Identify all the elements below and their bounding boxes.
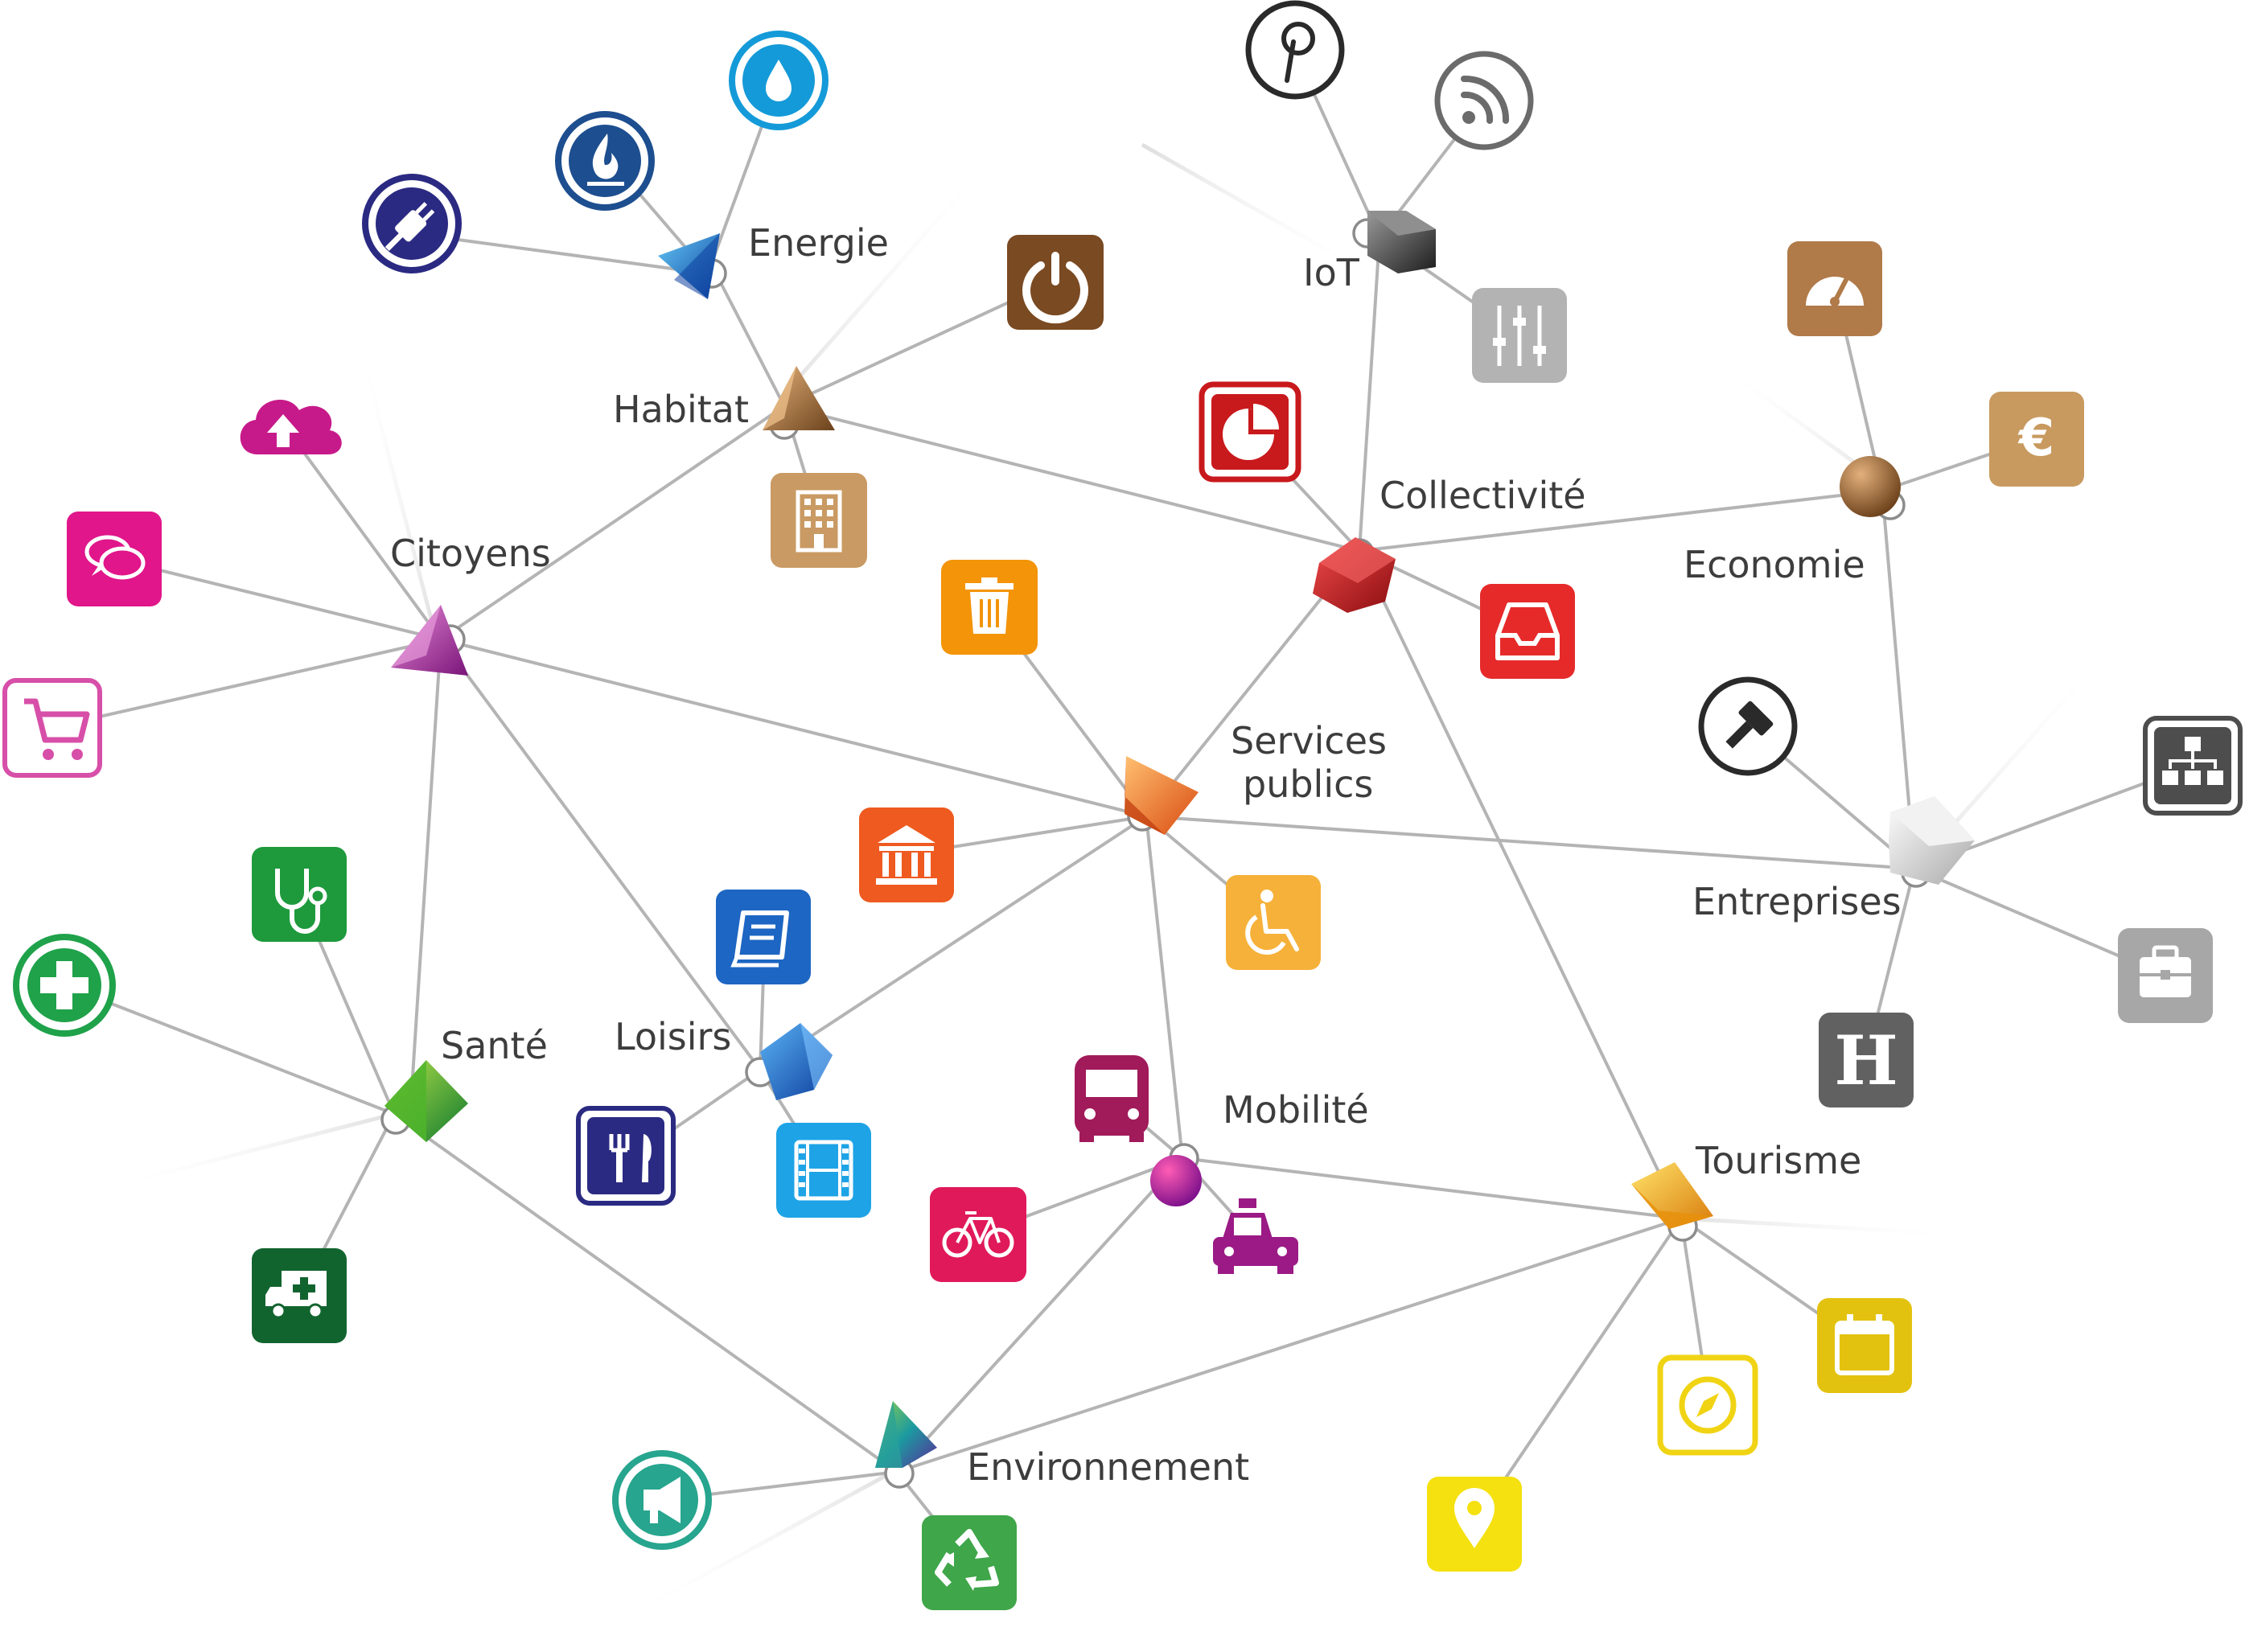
- hub-economie: [1840, 456, 1906, 520]
- label-economie: Economie: [1684, 543, 1865, 586]
- label-services-publics-line1: Services: [1231, 719, 1387, 762]
- hub-mobilite: [1150, 1143, 1202, 1206]
- label-iot: IoT: [1303, 251, 1360, 294]
- pie-chart-icon: [1199, 381, 1301, 483]
- film-strip-icon: [776, 1123, 871, 1218]
- restaurant-icon: [576, 1106, 676, 1206]
- node-labels: Energie IoT Habitat Citoyens Collectivit…: [390, 221, 1902, 1489]
- hub-iot: [1352, 211, 1436, 273]
- building-icon: [771, 473, 867, 568]
- shopping-cart-icon: [2, 678, 102, 778]
- bank-building-icon: [859, 808, 954, 902]
- label-environnement: Environnement: [967, 1445, 1249, 1489]
- euro-icon: €: [1989, 392, 2084, 487]
- hotel-letter: H: [1834, 1021, 1898, 1100]
- hub-citoyens: [391, 605, 468, 676]
- briefcase-icon: [2118, 928, 2213, 1023]
- label-citoyens: Citoyens: [390, 532, 551, 575]
- label-entreprises: Entreprises: [1692, 880, 1902, 923]
- location-pin-icon: [1427, 1477, 1522, 1572]
- hub-collectivite: [1313, 537, 1396, 613]
- label-habitat: Habitat: [613, 388, 749, 431]
- euro-symbol: €: [2017, 409, 2055, 468]
- hub-edges: [393, 236, 1916, 1473]
- gavel-icon: [1698, 676, 1798, 776]
- sensor-pin-icon: [1245, 0, 1345, 100]
- taxi-icon: [1213, 1198, 1298, 1274]
- recycle-icon: [922, 1515, 1017, 1610]
- chat-bubbles-icon: [67, 512, 162, 606]
- megaphone-icon: [612, 1450, 712, 1550]
- label-tourisme: Tourisme: [1695, 1139, 1861, 1182]
- hub-tourisme: [1631, 1162, 1713, 1242]
- compass-icon: [1657, 1354, 1758, 1456]
- inbox-icon: [1480, 584, 1575, 679]
- hub-habitat: [763, 366, 835, 440]
- calendar-icon: [1817, 1298, 1912, 1393]
- bus-icon: [1075, 1055, 1149, 1142]
- gauge-icon: [1787, 241, 1882, 336]
- hub-environnement: [875, 1401, 937, 1489]
- sliders-icon: [1472, 288, 1567, 383]
- plug-icon: [362, 174, 462, 273]
- gas-flame-icon: [555, 111, 655, 211]
- label-collectivite: Collectivité: [1379, 474, 1586, 517]
- trash-icon: [941, 560, 1038, 655]
- label-sante: Santé: [441, 1024, 548, 1067]
- label-services-publics-line2: publics: [1243, 762, 1373, 806]
- hub-sante: [380, 1060, 468, 1142]
- plus-cross-icon: [13, 934, 116, 1037]
- hub-loisirs: [745, 1023, 833, 1100]
- stethoscope-icon: [252, 847, 347, 942]
- cloud-upload-icon: [240, 399, 342, 454]
- hub-services-publics: [1125, 756, 1199, 835]
- ambulance-icon: [252, 1248, 347, 1343]
- power-icon: [1007, 235, 1104, 330]
- wheelchair-icon: [1226, 875, 1321, 970]
- hub-entreprises: [1889, 796, 1975, 888]
- rss-feed-icon: [1434, 51, 1534, 150]
- hotel-icon: H: [1819, 1013, 1914, 1107]
- bicycle-icon: [930, 1187, 1026, 1282]
- hub-energie: [658, 233, 727, 299]
- org-chart-icon: [2143, 716, 2243, 816]
- label-energie: Energie: [748, 221, 889, 265]
- book-icon: [716, 890, 811, 984]
- water-drop-icon: [729, 31, 829, 130]
- label-loisirs: Loisirs: [615, 1015, 731, 1058]
- label-mobilite: Mobilité: [1223, 1088, 1369, 1132]
